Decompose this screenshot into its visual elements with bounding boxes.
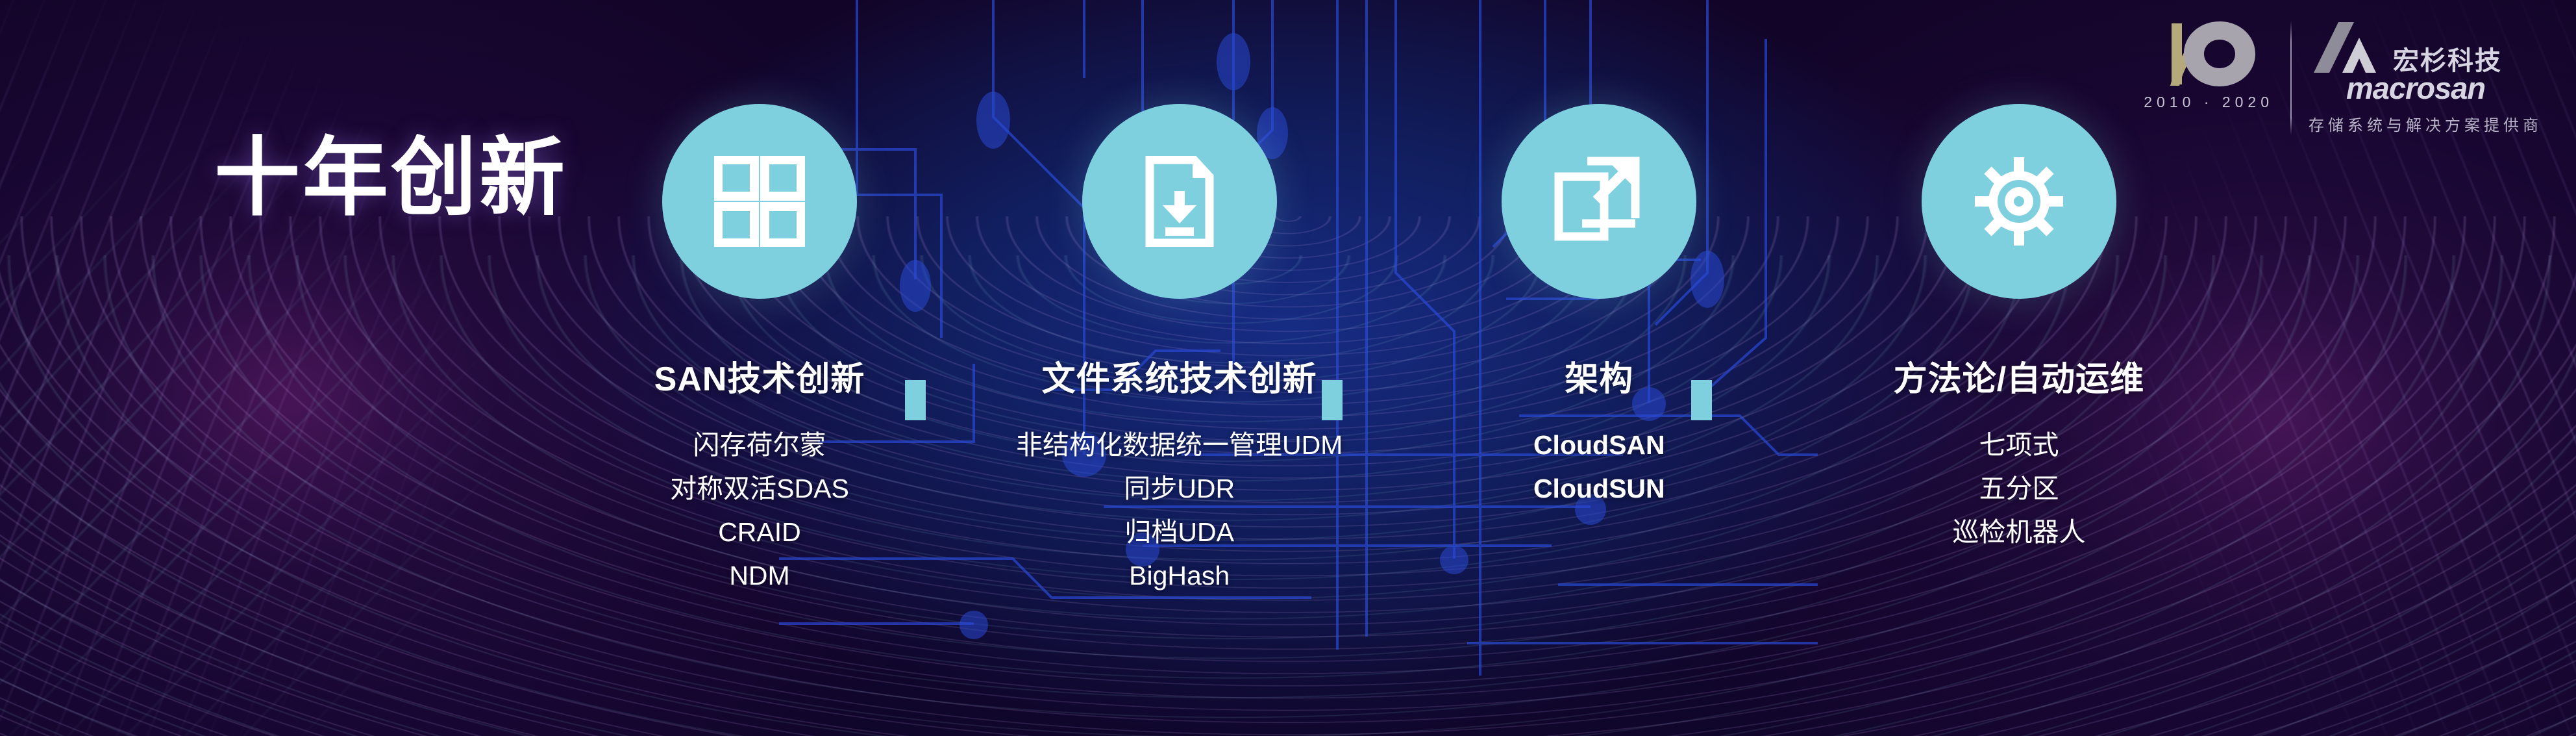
heading-separator-bar: [905, 380, 926, 420]
grid-icon: [714, 156, 805, 247]
column-heading: 文件系统技术创新: [1041, 361, 1317, 398]
list-item: BigHash: [1129, 561, 1230, 591]
anniversary-mark: 2010 · 2020: [2144, 18, 2273, 111]
anniversary-10-icon: [2170, 21, 2256, 86]
list-item: 非结构化数据统一管理UDM: [1015, 430, 1343, 461]
list-item: 对称双活SDAS: [670, 474, 849, 504]
column-heading: SAN技术创新: [654, 361, 865, 398]
column-items: 七项式 五分区 巡检机器人: [1952, 431, 2085, 547]
feature-columns: SAN技术创新 闪存荷尔蒙 对称双活SDAS CRAID NDM 文件系统技术创…: [558, 104, 2220, 728]
list-item: CloudSAN: [1533, 430, 1665, 461]
column-items: CloudSAN CloudSUN: [1533, 431, 1665, 503]
anniversary-years: 2010 · 2020: [2144, 94, 2273, 110]
feature-column-san: SAN技术创新 闪存荷尔蒙 对称双活SDAS CRAID NDM: [558, 104, 961, 591]
list-item: 归档UDA: [1124, 517, 1234, 548]
document-download-icon: [1145, 156, 1214, 247]
icon-circle-filesystem[interactable]: [1082, 104, 1277, 299]
list-item: 同步UDR: [1124, 474, 1235, 504]
company-tagline: 存储系统与解决方案提供商: [2309, 117, 2542, 134]
list-item: 七项式: [1979, 430, 2059, 461]
list-item: 五分区: [1979, 474, 2059, 504]
column-items: 闪存荷尔蒙 对称双活SDAS CRAID NDM: [670, 431, 849, 590]
icon-circle-methodology[interactable]: [1921, 104, 2116, 299]
company-mark-row: 宏杉科技: [2309, 21, 2542, 74]
macrosan-m-icon: [2314, 22, 2376, 73]
icon-circle-san[interactable]: [662, 104, 857, 299]
company-name-cn: 宏杉科技: [2393, 47, 2502, 75]
list-item: CRAID: [718, 517, 801, 548]
list-item: CloudSUN: [1533, 474, 1665, 504]
company-block: 宏杉科技 macrosan 存储系统与解决方案提供商: [2309, 18, 2542, 135]
brand-logo: 2010 · 2020 宏杉科技 macrosan 存储系统与解决方案提供商: [2144, 18, 2542, 135]
external-link-icon: [1554, 157, 1640, 241]
gear-icon: [1974, 157, 2063, 246]
page-title: 十年创新: [214, 130, 567, 225]
company-name-en: macrosan: [2346, 71, 2486, 105]
left-magenta-glow: [78, 214, 493, 578]
column-heading: 方法论/自动运维: [1893, 361, 2145, 398]
heading-separator-bar: [1322, 380, 1343, 420]
list-item: 闪存荷尔蒙: [693, 430, 826, 461]
column-heading: 架构: [1565, 361, 1634, 398]
brand-divider: [2290, 21, 2292, 135]
heading-separator-bar: [1691, 380, 1712, 420]
feature-column-filesystem: 文件系统技术创新 非结构化数据统一管理UDM 同步UDR 归档UDA BigHa…: [978, 104, 1381, 591]
column-items: 非结构化数据统一管理UDM 同步UDR 归档UDA BigHash: [1016, 431, 1343, 590]
list-item: NDM: [729, 561, 790, 591]
feature-column-architecture: 架构 CloudSAN CloudSUN: [1398, 104, 1800, 503]
feature-column-methodology: 方法论/自动运维 七项式 五分区 巡检机器人: [1818, 104, 2220, 547]
icon-circle-architecture[interactable]: [1502, 104, 1697, 299]
list-item: 巡检机器人: [1952, 517, 2086, 548]
